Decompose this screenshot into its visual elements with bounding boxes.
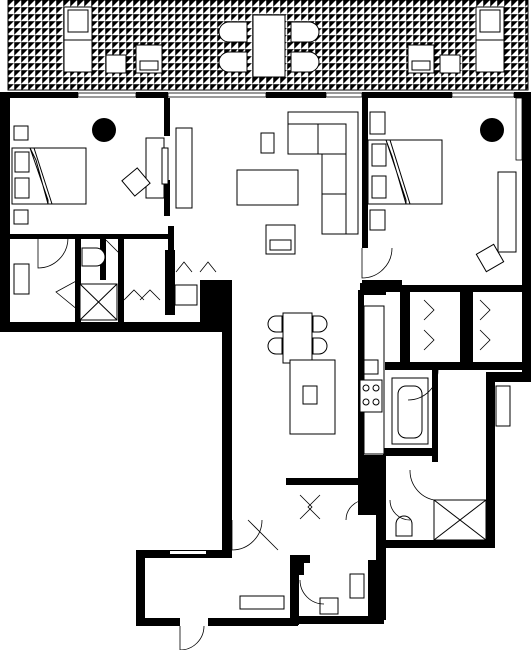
nightstand [369,111,386,135]
console-table [239,595,285,610]
terrace [7,0,529,91]
entry [239,573,365,615]
toilet-icon [319,597,339,615]
kitchen-island-icon [267,312,336,435]
vanity [349,573,365,599]
column-icon [92,118,116,142]
shower-icon [433,499,487,541]
bathroom-2 [391,377,511,541]
washer [174,284,198,306]
desk-icon [121,137,169,199]
side-table [260,132,275,154]
vanity [13,263,30,295]
bedroom-1 [11,125,193,225]
bathtub-icon [391,377,429,445]
nightstand [369,209,386,231]
sink [363,359,379,375]
vanity [495,385,511,427]
bed-icon [367,139,443,205]
cooktop-icon [359,379,383,413]
toilet-icon [395,515,413,537]
dining-table-icon [218,14,320,78]
nightstand [13,209,29,225]
lounge-chair-icon [475,6,505,73]
toilet-icon [81,247,106,267]
armchair-icon [265,224,296,255]
living-room [236,111,359,255]
bed-icon [11,147,87,205]
shower-icon [79,283,118,321]
tv-console [175,127,193,209]
armchair-icon [135,44,163,74]
side-table [105,54,127,74]
bathroom-1 [13,247,198,321]
lounge-chair-icon [63,6,93,73]
column-icon [480,118,504,142]
armchair-icon [407,44,435,74]
desk-icon [475,171,517,273]
door-swing-icon [37,237,491,650]
bedroom-2 [367,111,517,273]
sofa-icon [287,111,359,235]
side-table [439,54,461,74]
nightstand [13,125,29,141]
coffee-table [236,169,299,206]
walls [0,92,531,626]
kitchen [267,305,385,455]
